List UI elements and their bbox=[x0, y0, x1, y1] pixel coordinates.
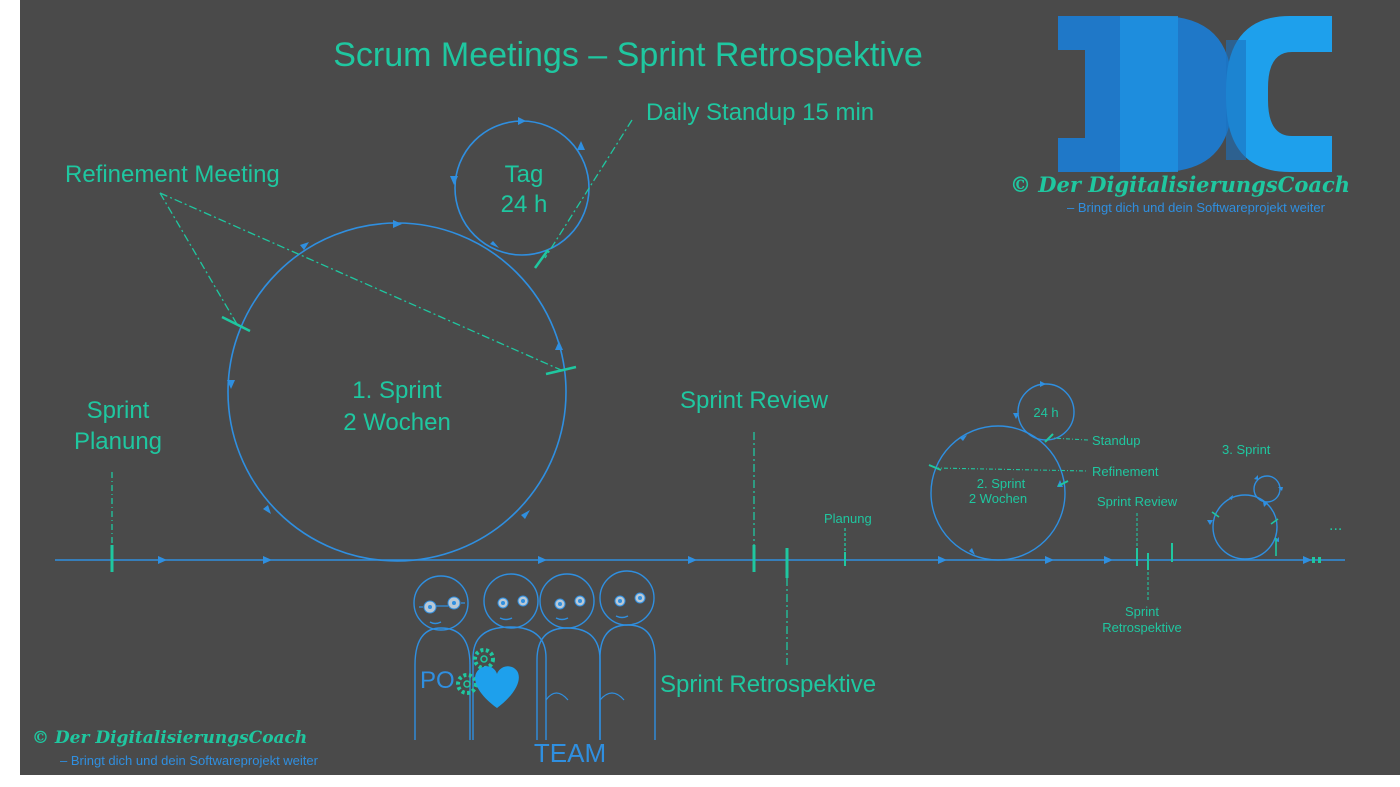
refinement-meeting-label: Refinement Meeting bbox=[65, 161, 280, 188]
team-member-2 bbox=[536, 573, 601, 740]
brand-name-bottom: © Der DigitalisierungsCoach bbox=[32, 728, 307, 748]
logo-d-highlight bbox=[1120, 16, 1178, 172]
gear-icon bbox=[456, 648, 495, 695]
sprint-review-label: Sprint Review bbox=[680, 387, 829, 414]
sprint2-refinement-label: Refinement bbox=[1092, 464, 1159, 479]
team-member-3 bbox=[599, 570, 656, 740]
logo-letter-c bbox=[1226, 16, 1332, 172]
sprint2-markers bbox=[928, 433, 1173, 602]
heart-icon bbox=[475, 666, 519, 708]
day-hours-label: 24 h bbox=[501, 191, 548, 218]
team-eyes bbox=[419, 592, 646, 614]
sprint3-markers bbox=[1211, 511, 1279, 556]
brand-tagline-top: – Bringt dich und dein Softwareprojekt w… bbox=[1067, 200, 1326, 215]
day-cycle bbox=[454, 120, 590, 256]
sprint3-cycle bbox=[1212, 494, 1278, 560]
sprint2-title: 2. Sprint bbox=[977, 476, 1026, 491]
team-label: TEAM bbox=[534, 738, 606, 768]
sprint1-direction-arrows bbox=[227, 220, 563, 519]
sprint1-duration: 2 Wochen bbox=[343, 409, 451, 436]
gear-hubs bbox=[463, 655, 488, 688]
sprint1-title: 1. Sprint bbox=[352, 377, 442, 404]
day-label: Tag bbox=[505, 161, 544, 188]
page-title: Scrum Meetings – Sprint Retrospektive bbox=[333, 36, 923, 74]
sprint2-retro-line1: Sprint bbox=[1125, 604, 1159, 619]
timeline-arrows bbox=[158, 556, 1312, 564]
sprint2-retro-line2: Retrospektive bbox=[1102, 620, 1181, 635]
sprint2-review-label: Sprint Review bbox=[1097, 494, 1178, 509]
brand-name-top: © Der DigitalisierungsCoach bbox=[1010, 172, 1350, 197]
team-member-1 bbox=[472, 573, 547, 740]
sprint2-standup-label: Standup bbox=[1092, 433, 1140, 448]
timeline-end-dots bbox=[1312, 557, 1321, 563]
sprint2-arrows bbox=[960, 381, 1063, 555]
meeting-markers bbox=[110, 119, 846, 665]
team-figures bbox=[413, 570, 656, 740]
logo-c-shade bbox=[1226, 40, 1246, 160]
daily-standup-label: Daily Standup 15 min bbox=[646, 99, 874, 126]
continuation-ellipsis: ... bbox=[1329, 517, 1342, 534]
po-figure bbox=[413, 575, 471, 740]
sprint2-day-label: 24 h bbox=[1033, 405, 1058, 420]
sprint-planung-line2: Planung bbox=[74, 428, 162, 455]
sprint2-planung-label: Planung bbox=[824, 511, 872, 526]
sprint2-duration: 2 Wochen bbox=[969, 491, 1027, 506]
day-direction-arrows bbox=[450, 117, 585, 248]
po-label: PO bbox=[420, 667, 455, 694]
sprint-planung-line1: Sprint bbox=[87, 397, 150, 424]
brand-tagline-bottom: – Bringt dich und dein Softwareprojekt w… bbox=[60, 753, 319, 768]
dc-logo bbox=[1058, 16, 1332, 172]
sprint3-arrows bbox=[1207, 475, 1283, 542]
sprint-retrospektive-label: Sprint Retrospektive bbox=[660, 671, 876, 698]
sprint2-cycle bbox=[930, 425, 1066, 561]
sprint3-label: 3. Sprint bbox=[1222, 442, 1271, 457]
